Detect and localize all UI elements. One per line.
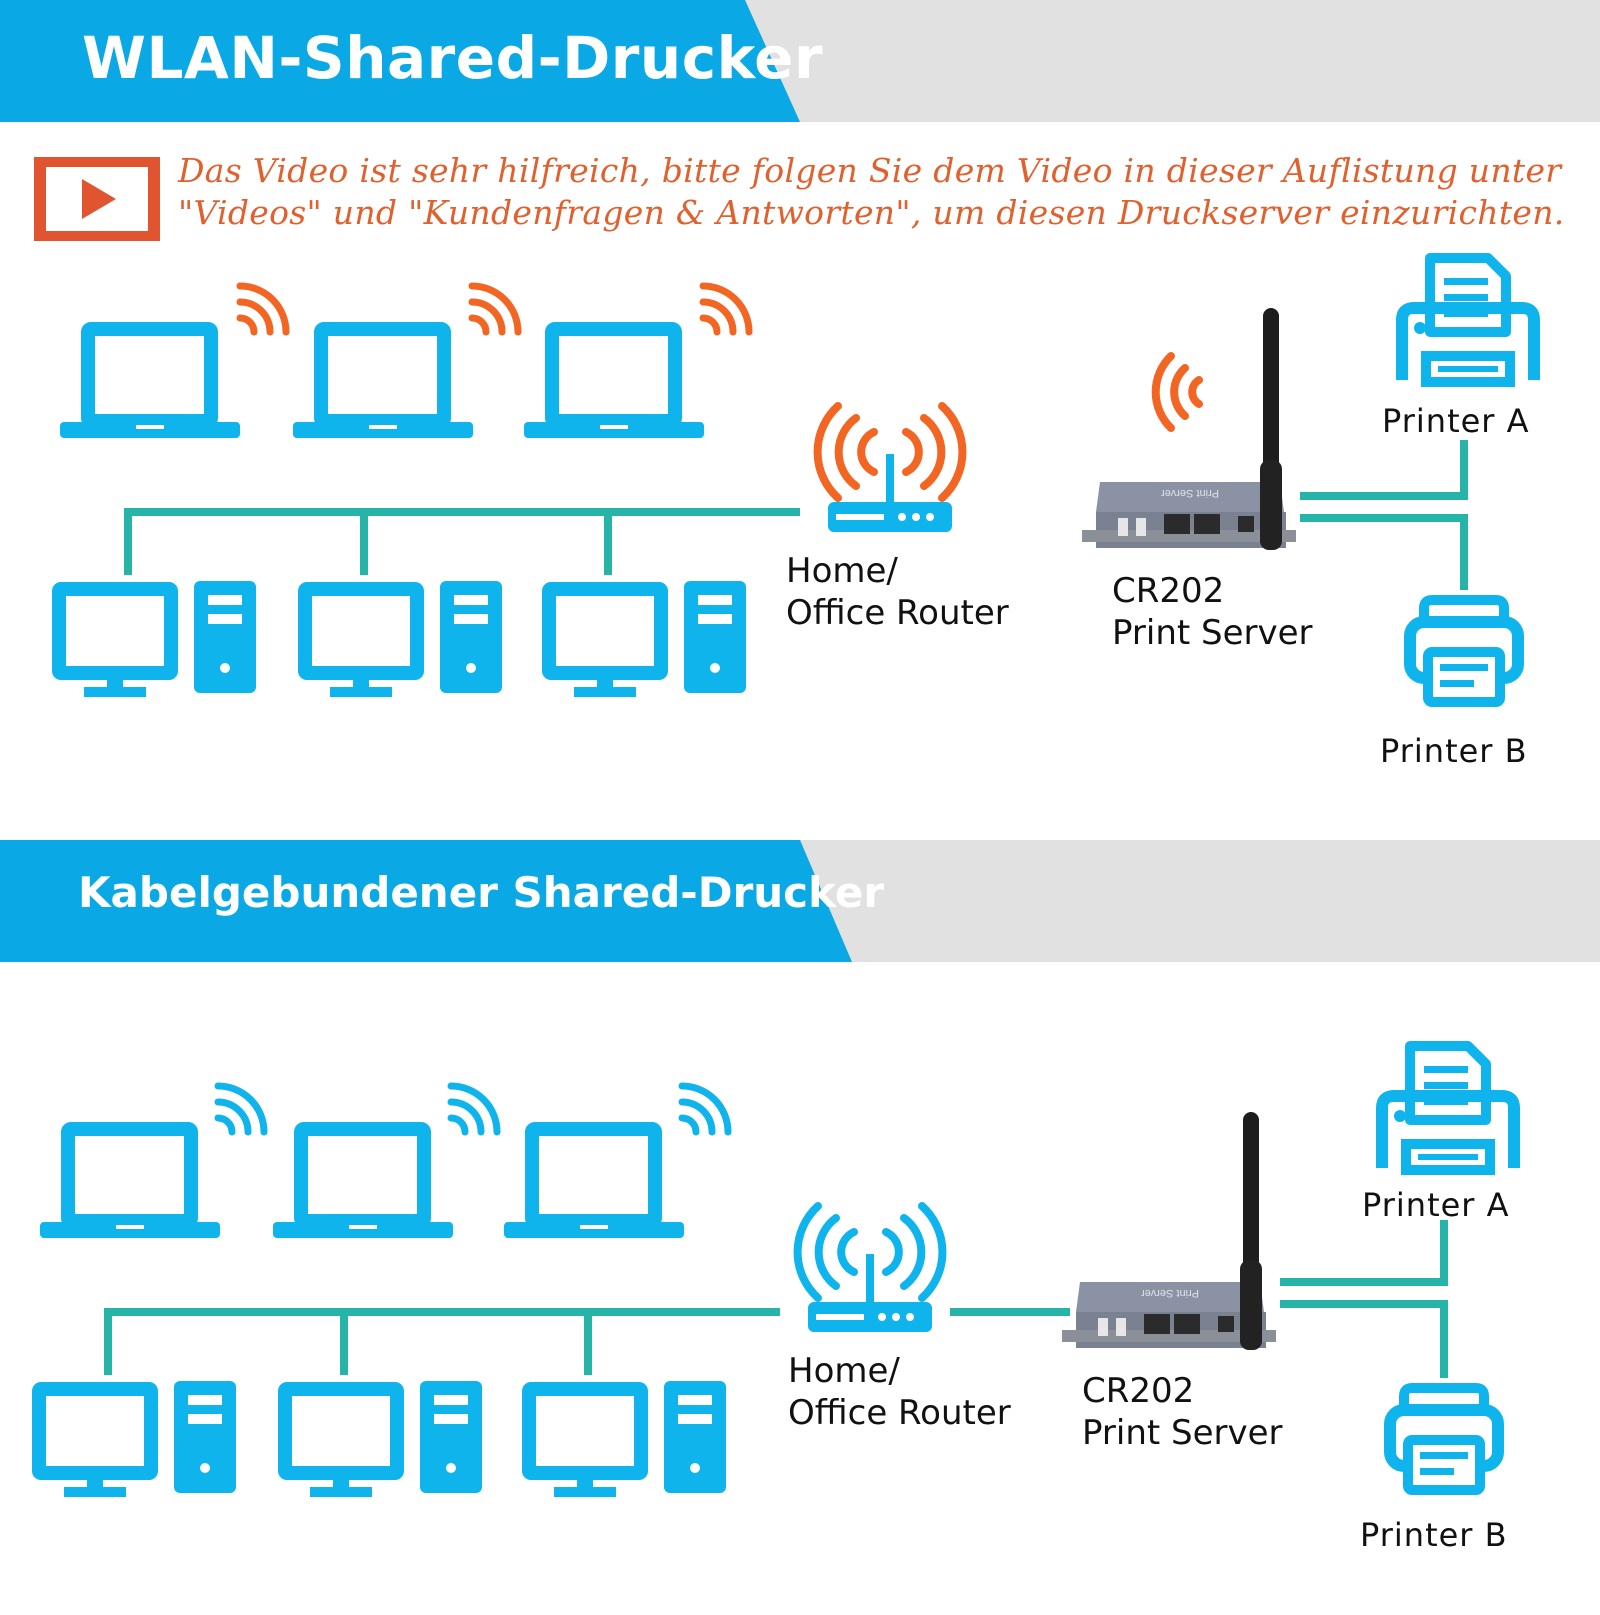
desktop-icon — [298, 581, 502, 697]
router-label: Home/ Office Router — [788, 1350, 1011, 1434]
printer-a-label: Printer A — [1362, 1186, 1510, 1224]
section-banner-wired: Kabelgebundener Shared-Drucker — [0, 840, 1600, 962]
router-label-line: Office Router — [788, 1393, 1011, 1433]
video-hint-line-2: "Videos" und "Kundenfragen & Antworten",… — [178, 193, 1565, 232]
print-server-label: CR202 Print Server — [1112, 570, 1313, 654]
print-server-label: CR202 Print Server — [1082, 1370, 1283, 1454]
device-panel-text: Print Server — [1141, 1287, 1199, 1299]
wifi-signal-icon — [236, 282, 290, 336]
laptop-icon — [40, 1122, 220, 1238]
printer-icon — [1404, 595, 1524, 707]
print-server-label-line: Print Server — [1112, 613, 1313, 653]
wifi-signal-icon — [1151, 352, 1203, 432]
section-banner-wlan: WLAN-Shared-Drucker — [0, 0, 1600, 122]
print-server-label-line: CR202 — [1082, 1371, 1195, 1411]
video-hint-text: Das Video ist sehr hilfreich, bitte folg… — [178, 150, 1588, 234]
router-icon — [793, 1202, 947, 1332]
printer-b-label: Printer B — [1380, 732, 1528, 770]
desktop-icon — [52, 581, 256, 697]
printer-icon — [1396, 253, 1540, 387]
wifi-signal-icon — [699, 282, 753, 336]
print-server-label-line: CR202 — [1112, 571, 1225, 611]
printer-a-label: Printer A — [1382, 402, 1530, 440]
printer-b-label: Printer B — [1360, 1516, 1508, 1554]
printer-icon — [1384, 1383, 1504, 1495]
section-title: WLAN-Shared-Drucker — [82, 24, 824, 92]
router-label-line: Home/ — [788, 1351, 900, 1391]
desktop-icon — [522, 1381, 726, 1497]
laptop-icon — [504, 1122, 684, 1238]
network-diagram-wired: Print Server Home — [0, 1041, 1600, 1610]
banner-blue-shape — [0, 0, 800, 122]
laptop-icon — [524, 322, 704, 438]
router-icon — [813, 402, 967, 532]
laptop-icon — [60, 322, 240, 438]
play-icon[interactable] — [34, 157, 160, 241]
network-diagram-wlan: Print Server — [0, 250, 1600, 810]
wifi-signal-icon — [214, 1082, 268, 1136]
network-bus-line — [104, 1308, 1070, 1375]
print-server-label-line: Print Server — [1082, 1413, 1283, 1453]
wifi-signal-icon — [447, 1082, 501, 1136]
laptop-icon — [293, 322, 473, 438]
section-title: Kabelgebundener Shared-Drucker — [78, 868, 885, 917]
router-label-line: Office Router — [786, 593, 1009, 633]
video-hint-line-1: Das Video ist sehr hilfreich, bitte folg… — [178, 151, 1562, 190]
router-label: Home/ Office Router — [786, 550, 1009, 634]
laptop-icon — [273, 1122, 453, 1238]
wifi-signal-icon — [468, 282, 522, 336]
print-server-icon: Print Server — [1082, 308, 1296, 550]
print-server-icon: Print Server — [1062, 1112, 1276, 1350]
banner-blue-shape — [0, 840, 852, 962]
diagram-graphics: Print Server — [32, 1041, 1520, 1497]
printer-icon — [1376, 1041, 1520, 1175]
wifi-signal-icon — [678, 1082, 732, 1136]
diagram-graphics: Print Server — [52, 253, 1540, 707]
desktop-icon — [542, 581, 746, 697]
desktop-icon — [32, 1381, 236, 1497]
printer-connection-line — [1300, 440, 1468, 590]
printer-connection-line — [1280, 1220, 1448, 1378]
device-panel-text: Print Server — [1161, 487, 1219, 499]
network-bus-line — [124, 508, 800, 575]
router-label-line: Home/ — [786, 551, 898, 591]
desktop-icon — [278, 1381, 482, 1497]
